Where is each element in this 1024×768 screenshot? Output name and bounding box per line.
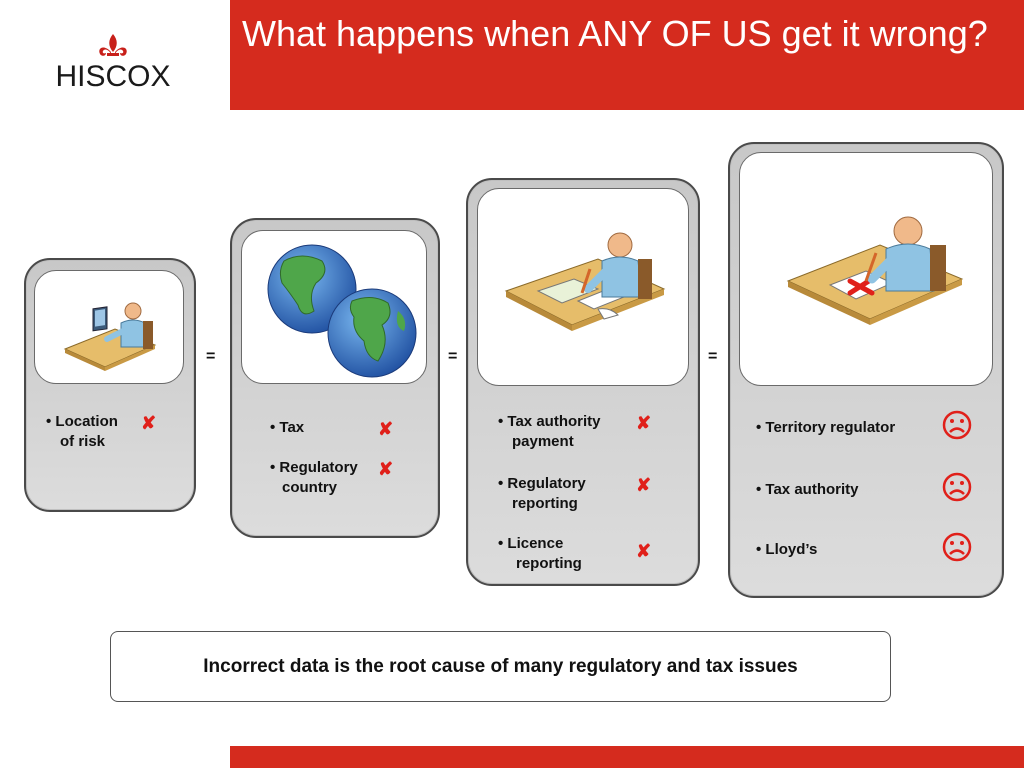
- cross-icon: ✘: [636, 413, 652, 433]
- equals-sign: =: [448, 348, 458, 365]
- footer-bar: [230, 746, 1024, 768]
- card-image: [477, 188, 689, 386]
- card-consequences: • Territory regulator • Tax authority • …: [728, 142, 1004, 598]
- bullet-location: • Location of risk: [46, 412, 118, 452]
- card-location: • Location of risk ✘: [24, 258, 196, 512]
- bullet-lloyds: • Lloyd’s: [756, 540, 817, 560]
- bullet-line: reporting: [516, 555, 582, 572]
- page-title: What happens when ANY OF US get it wrong…: [242, 13, 988, 54]
- rejected-form-illustration: [786, 216, 964, 325]
- bullet-territory-regulator: • Territory regulator: [756, 418, 895, 438]
- cross-icon: ✘: [141, 413, 157, 433]
- bullet-line: • Tax authority: [498, 413, 601, 430]
- bullet-line: reporting: [512, 495, 578, 512]
- sad-face-icon: [942, 532, 972, 562]
- bullet-line: • Territory regulator: [756, 419, 896, 436]
- card-image: [739, 152, 993, 386]
- fleur-de-lis-icon: [99, 34, 127, 56]
- card-tax: • Tax ✘ • Regulatory country ✘: [230, 218, 440, 538]
- logo-wordmark: HISCOX: [55, 60, 171, 93]
- card-image: [241, 230, 427, 384]
- bullet-tax-authority: • Tax authority: [756, 480, 859, 500]
- equals-sign: =: [708, 348, 718, 365]
- bullet-line: payment: [512, 433, 574, 450]
- bullet-line: • Tax authority: [756, 481, 859, 498]
- sad-face-icon: [942, 410, 972, 440]
- bullet-regulatory-reporting: • Regulatory reporting: [498, 474, 586, 514]
- cross-icon: ✘: [378, 419, 394, 439]
- bullet-licence-reporting: • Licence reporting: [498, 534, 582, 574]
- bullet-tax-authority-payment: • Tax authority payment: [498, 412, 601, 452]
- bullet-line: • Regulatory: [270, 459, 358, 476]
- globes-illustration: [267, 244, 417, 378]
- equals-sign: =: [206, 348, 216, 365]
- cross-icon: ✘: [636, 541, 652, 561]
- signing-desk-illustration: [504, 232, 666, 331]
- bullet-line: • Tax: [270, 419, 305, 436]
- bullet-tax: • Tax: [270, 418, 304, 438]
- card-tax-authority: • Tax authority payment ✘ • Regulatory r…: [466, 178, 700, 586]
- bullet-line: of risk: [60, 433, 106, 450]
- cross-icon: ✘: [636, 475, 652, 495]
- conclusion-text: Incorrect data is the root cause of many…: [203, 656, 798, 677]
- bullet-line: country: [282, 479, 338, 496]
- sad-face-icon: [942, 472, 972, 502]
- conclusion-box: Incorrect data is the root cause of many…: [110, 631, 891, 702]
- bullet-line: • Regulatory: [498, 475, 586, 492]
- hiscox-logo: HISCOX: [48, 32, 178, 102]
- cross-icon: ✘: [378, 459, 394, 479]
- computer-user-illustration: [63, 302, 157, 371]
- title-bar: What happens when ANY OF US get it wrong…: [230, 0, 1024, 110]
- bullet-line: • Location: [46, 413, 118, 430]
- bullet-line: • Licence: [498, 535, 564, 552]
- bullet-regulatory-country: • Regulatory country: [270, 458, 358, 498]
- card-image: [34, 270, 184, 384]
- bullet-line: • Lloyd’s: [756, 541, 818, 558]
